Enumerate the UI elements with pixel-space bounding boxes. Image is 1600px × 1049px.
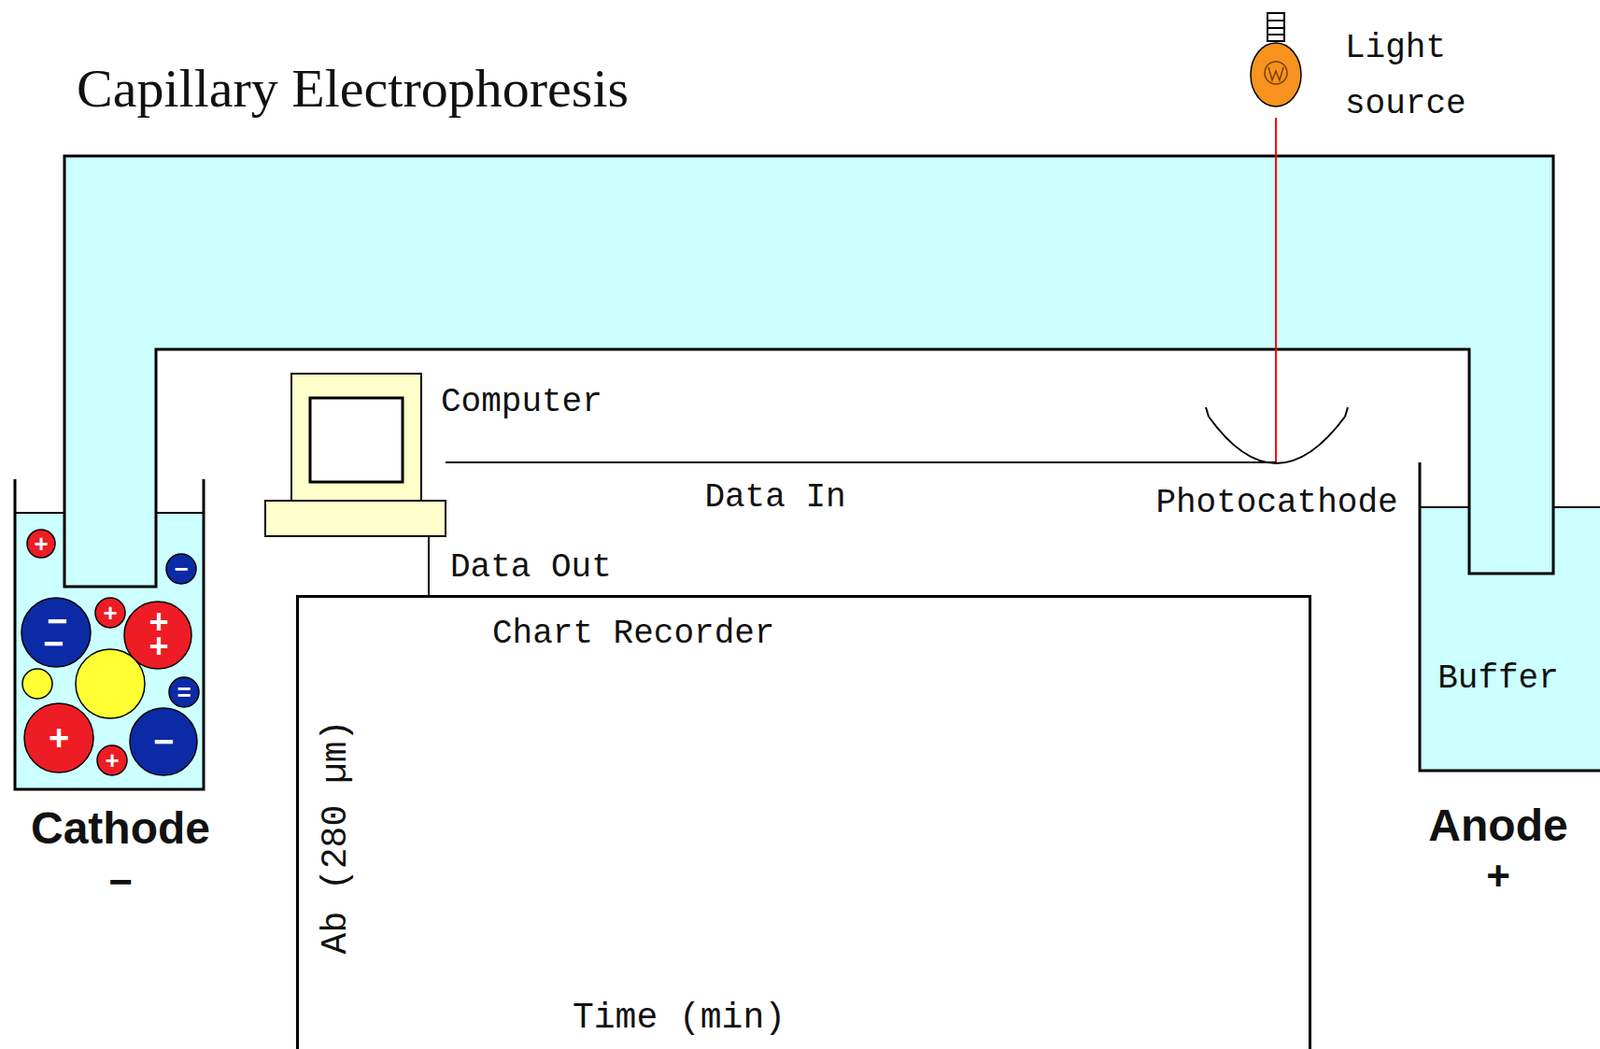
ion-circle [95,597,126,628]
ion-charge: + [102,600,117,625]
ion-charge: − [173,556,188,581]
ion-circle [97,745,128,776]
ion-circle [75,649,145,719]
axis-label: Time (min) [572,1000,786,1036]
photocathode-label: Photocathode [1155,483,1398,524]
ion-circle [24,703,94,773]
light-bulb [1267,19,1285,22]
capillary-tube [64,155,1554,587]
light-bulb [1250,42,1302,107]
signal-line [1274,117,1277,464]
electrode-polarity: − [108,858,133,906]
signal-label: Data In [704,478,846,518]
light-bulb [1250,13,1302,107]
light-bulb [1268,67,1284,81]
liquid-surface [1553,506,1600,509]
electrode-name: Cathode [30,802,211,855]
ion-charge: − [42,625,64,662]
buffer-label: Buffer [1437,659,1559,699]
ion-charge: + [33,531,48,556]
chart-recorder-label: Chart Recorder [492,614,775,654]
ion-circles [21,529,199,776]
light-bulb [1267,27,1285,29]
ion-charge: + [104,748,119,773]
anode-beaker: BufferAnode+ [1419,462,1600,911]
ion-circle [22,668,53,699]
computer-icon [265,373,446,537]
electrode-name: Anode [1428,799,1568,852]
ion-charge: + [48,720,70,756]
chart-recorder: Chart Recorder [296,594,1312,1049]
light-source-label: Light source [1345,20,1476,133]
ion-circle [166,553,197,584]
axis-label: Ab (280 µm) [318,720,354,955]
ion-charge: = [176,679,191,705]
computer-icon [265,500,446,537]
photocathode-dish [1345,407,1348,417]
signal-line [427,536,430,595]
electrode-polarity: + [1486,852,1511,900]
computer-icon [310,397,403,482]
signal-line [445,462,1276,464]
ion-circle [27,529,56,558]
light-bulb [1267,33,1285,36]
beaker-wall [1419,462,1600,771]
light-bulb [1267,13,1285,42]
light-bulb [1264,61,1288,85]
ion-circle [21,597,91,667]
photocathode-dish [1205,407,1209,417]
photocathode: Photocathode [1149,463,1404,533]
liquid-surface [155,511,204,514]
liquid-surface [1419,506,1470,509]
computer-icon [291,373,422,503]
ion-circle [129,707,198,776]
liquid-surface [14,511,65,514]
diagram-title: Capillary Electrophoresis [76,57,629,120]
light-source: Light source [1246,7,1481,118]
computer-label: Computer [440,382,603,423]
signal-label: Data Out [450,548,612,588]
ion-charge: − [153,723,174,760]
ion-charge: + [148,629,169,664]
ion-circle [169,677,199,708]
computer: Computer [265,373,446,537]
beaker-wall [14,479,204,790]
